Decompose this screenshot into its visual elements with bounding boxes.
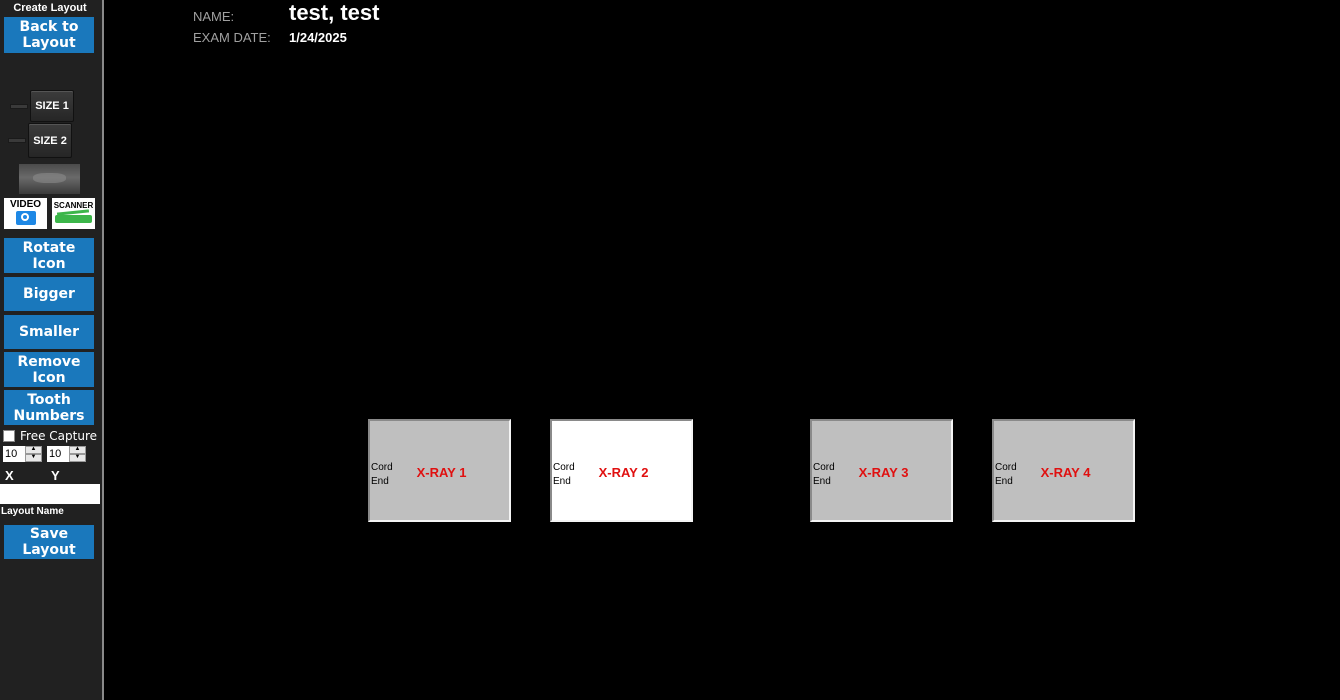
size-2-button[interactable]: SIZE 2: [28, 123, 72, 158]
scanner-source-tile[interactable]: SCANNER: [52, 198, 95, 229]
name-label: NAME:: [193, 9, 235, 24]
x-up-arrow-icon[interactable]: ▲: [25, 446, 42, 454]
layout-name-input[interactable]: [0, 484, 100, 504]
layout-name-label: Layout Name: [1, 506, 64, 517]
size-2-row: SIZE 2: [8, 123, 72, 158]
size-1-row: SIZE 1: [10, 90, 74, 122]
back-to-layout-button[interactable]: Back to Layout: [4, 17, 94, 53]
x-label: X: [5, 468, 14, 483]
x-down-arrow-icon[interactable]: ▼: [25, 454, 42, 462]
video-source-tile[interactable]: VIDEO: [4, 198, 47, 229]
tooth-numbers-button[interactable]: Tooth Numbers: [4, 390, 94, 425]
patient-name: test, test: [289, 0, 380, 25]
free-capture-label: Free Capture: [20, 429, 97, 443]
xray-label: X-RAY 1: [416, 465, 467, 480]
smaller-button[interactable]: Smaller: [4, 315, 94, 349]
size-1-indicator: [10, 103, 28, 109]
bigger-button[interactable]: Bigger: [4, 277, 94, 311]
rotate-icon-button[interactable]: Rotate Icon: [4, 238, 94, 273]
y-label: Y: [51, 468, 60, 483]
free-capture-row: Free Capture: [3, 429, 97, 443]
size-1-button[interactable]: SIZE 1: [30, 90, 74, 122]
sidebar: Create Layout Back to Layout SIZE 1 SIZE…: [0, 0, 104, 700]
size-2-indicator: [8, 138, 26, 143]
free-capture-checkbox[interactable]: [3, 430, 15, 442]
xray-label: X-RAY 4: [1040, 465, 1091, 480]
panoramic-xray-icon[interactable]: [19, 164, 80, 194]
exam-date: 1/24/2025: [289, 30, 347, 45]
scanner-icon: [55, 215, 92, 223]
xray-label: X-RAY 3: [858, 465, 909, 480]
camera-icon: [16, 211, 36, 225]
sidebar-title: Create Layout: [13, 2, 87, 14]
remove-icon-button[interactable]: Remove Icon: [4, 352, 94, 387]
y-value[interactable]: 10: [47, 446, 69, 462]
scanner-label: SCANNER: [53, 201, 94, 210]
video-label: VIDEO: [9, 199, 42, 210]
y-down-arrow-icon[interactable]: ▼: [69, 454, 86, 462]
xray-label: X-RAY 2: [598, 465, 649, 480]
x-value[interactable]: 10: [3, 446, 25, 462]
x-spinner[interactable]: 10 ▲▼: [3, 446, 42, 462]
exam-date-label: EXAM DATE:: [193, 30, 271, 45]
y-up-arrow-icon[interactable]: ▲: [69, 446, 86, 454]
y-spinner[interactable]: 10 ▲▼: [47, 446, 86, 462]
save-layout-button[interactable]: Save Layout: [4, 525, 94, 559]
